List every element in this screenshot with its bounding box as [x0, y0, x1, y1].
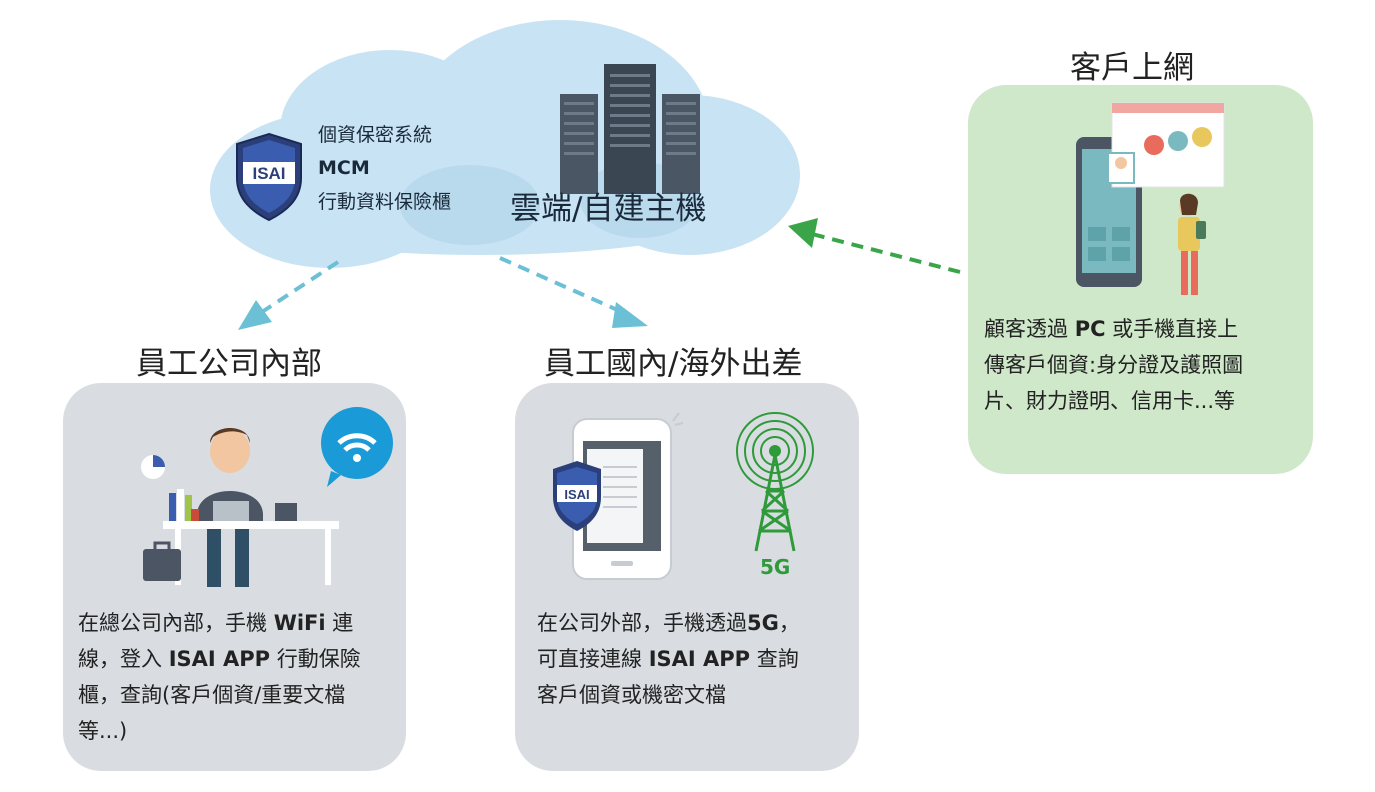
- host-label: 雲端/自建主機: [510, 191, 707, 227]
- section-title-customer: 客戶上網: [1070, 50, 1194, 86]
- customer-description: 顧客透過 PC 或手機直接上 傳客戶個資:身分證及護照圖 片、財力證明、信用卡.…: [984, 311, 1243, 419]
- desc-line: 櫃，查詢(客戶個資/重要文檔: [78, 683, 346, 707]
- panel-travel: ISAI 5G 在公司外部，手機透過5G， 可直接連線 ISAI APP 查詢 …: [515, 383, 859, 771]
- 5g-tower-icon: [736, 412, 814, 552]
- arrow-from-customer: [811, 232, 961, 274]
- desc-line: 在總公司內部，手機 WiFi 連: [78, 611, 354, 635]
- svg-text:ISAI: ISAI: [564, 487, 589, 502]
- desc-line: 可直接連線 ISAI APP 查詢: [537, 647, 799, 671]
- arrowhead-customer: [788, 218, 818, 248]
- desc-line: 片、財力證明、信用卡...等: [984, 389, 1236, 413]
- desc-line: 等...): [78, 719, 128, 743]
- product-code: MCM: [318, 157, 370, 179]
- panel-customer: 顧客透過 PC 或手機直接上 傳客戶個資:身分證及護照圖 片、財力證明、信用卡.…: [968, 85, 1313, 474]
- desc-line: 傳客戶個資:身分證及護照圖: [984, 353, 1244, 377]
- customer-upload-icon: [1076, 102, 1225, 295]
- svg-text:ISAI: ISAI: [252, 164, 285, 183]
- travel-description: 在公司外部，手機透過5G， 可直接連線 ISAI APP 查詢 客戶個資或機密文…: [537, 605, 800, 713]
- desc-line: 在公司外部，手機透過5G，: [537, 611, 800, 635]
- 5g-badge: 5G: [760, 555, 791, 579]
- office-worker-icon: [141, 407, 393, 587]
- office-description: 在總公司內部，手機 WiFi 連 線，登入 ISAI APP 行動保險 櫃，查詢…: [78, 605, 361, 749]
- section-title-travel: 員工國內/海外出差: [544, 346, 803, 382]
- arrow-to-travel: [499, 256, 623, 314]
- phone-icon: ISAI: [553, 412, 684, 580]
- system-label: 個資保密系統: [318, 124, 433, 146]
- desc-line: 客戶個資或機密文檔: [537, 683, 726, 707]
- isai-shield-logo: ISAI: [236, 132, 302, 222]
- arrow-to-office: [260, 260, 340, 314]
- server-icon: [560, 64, 700, 194]
- product-name: 行動資料保險櫃: [318, 191, 452, 213]
- desc-line: 顧客透過 PC 或手機直接上: [984, 317, 1239, 341]
- panel-office: 在總公司內部，手機 WiFi 連 線，登入 ISAI APP 行動保險 櫃，查詢…: [63, 383, 406, 771]
- section-title-office: 員工公司內部: [136, 346, 322, 382]
- desc-line: 線，登入 ISAI APP 行動保險: [78, 647, 361, 671]
- arrowhead-office: [238, 300, 272, 330]
- arrowhead-travel: [612, 302, 648, 328]
